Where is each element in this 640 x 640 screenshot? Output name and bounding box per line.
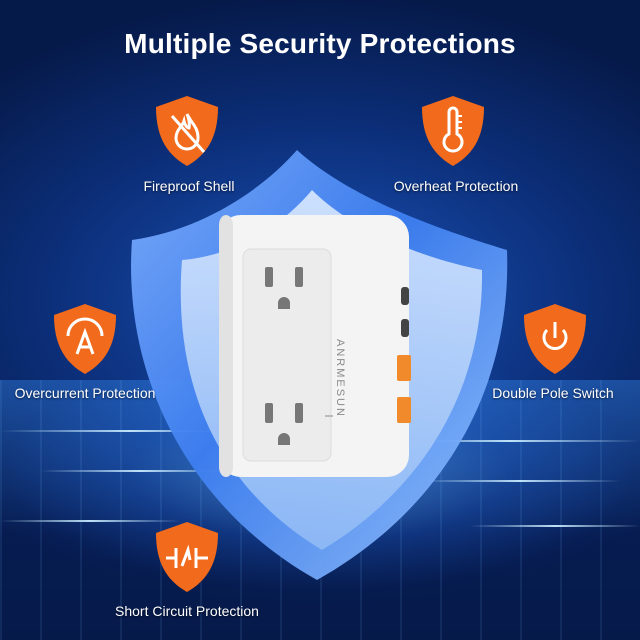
ac-outlet [265, 403, 303, 445]
light-streak [40, 470, 240, 472]
usb-c-port [401, 319, 409, 337]
feature-label: Double Pole Switch [492, 385, 614, 401]
light-streak [380, 440, 640, 442]
circuit-icon [156, 522, 218, 592]
feature-label: Short Circuit Protection [115, 603, 259, 619]
feature-label: Overcurrent Protection [14, 385, 156, 401]
ac-outlet [265, 267, 303, 309]
light-streak [470, 525, 640, 527]
no-fire-icon [156, 96, 218, 166]
short-circuit-badge [152, 520, 222, 594]
overcurrent-badge [50, 302, 120, 376]
light-streak [0, 430, 260, 432]
usb-a-port [397, 355, 411, 381]
usb-c-port [401, 287, 409, 305]
fireproof-badge [152, 94, 222, 168]
usb-a-port [397, 397, 411, 423]
page-title: Multiple Security Protections [124, 28, 516, 59]
thermometer-icon [422, 96, 484, 166]
light-streak [420, 480, 620, 482]
double-pole-badge [520, 302, 590, 376]
overheat-badge [418, 94, 488, 168]
charger-device: ANRMESUN [219, 215, 411, 477]
brand-label: ANRMESUN [334, 339, 346, 418]
power-icon [524, 304, 586, 374]
feature-label: Overheat Protection [393, 178, 519, 194]
light-streak [0, 520, 180, 522]
overcurrent-icon [54, 304, 116, 374]
feature-label: Fireproof Shell [143, 178, 235, 194]
